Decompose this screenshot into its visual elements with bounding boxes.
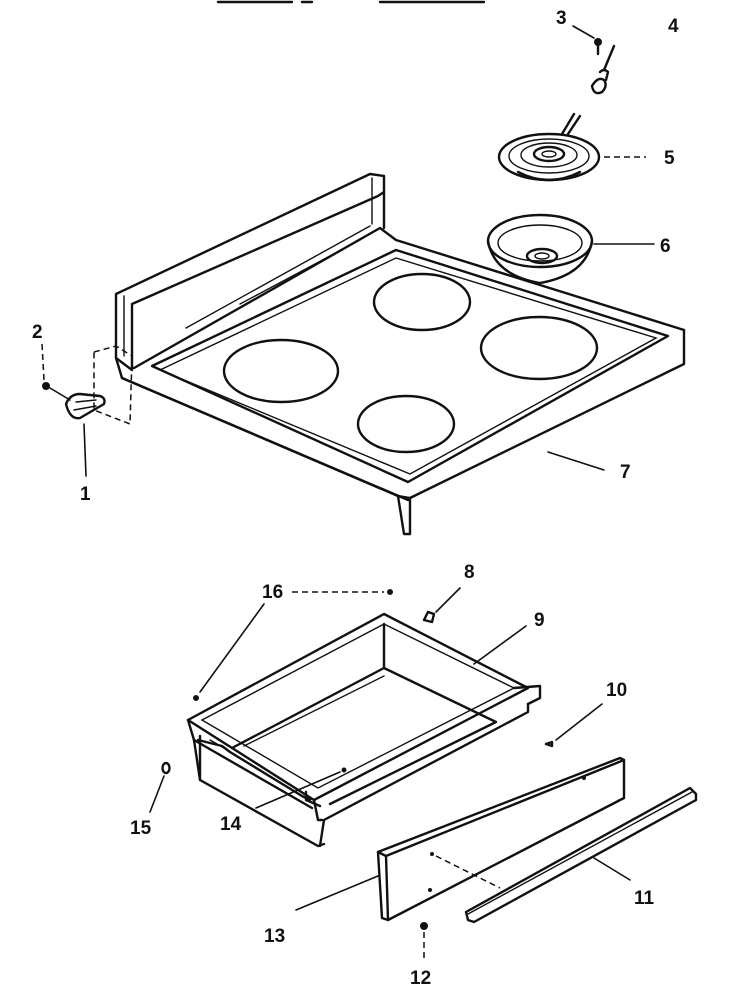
cooktop-part-7 — [114, 172, 686, 536]
leader-14 — [255, 771, 341, 809]
callout-5: 5 — [664, 148, 675, 169]
drawer-front-part-13 — [376, 756, 626, 922]
leader-10 — [555, 703, 603, 741]
terminal-block-part-4 — [590, 44, 616, 95]
leader-9 — [473, 625, 527, 665]
callout-15: 15 — [130, 818, 152, 839]
callout-1: 1 — [80, 484, 91, 505]
callout-9: 9 — [534, 610, 545, 631]
leader-13 — [295, 875, 379, 911]
leader-11 — [593, 857, 631, 881]
callout-2: 2 — [32, 322, 43, 343]
clip-part-8 — [422, 610, 436, 624]
hinge-clip-part-1 — [64, 392, 106, 420]
callout-16: 16 — [262, 582, 283, 603]
leader-2b — [49, 387, 71, 401]
callout-labels: 3 4 5 6 2 1 7 8 16 9 10 15 14 11 13 12 — [32, 8, 679, 989]
callout-13: 13 — [264, 926, 285, 947]
callout-4: 4 — [668, 16, 679, 37]
callout-7: 7 — [620, 462, 631, 483]
callout-14: 14 — [220, 814, 242, 835]
callout-10: 10 — [606, 680, 627, 701]
leader-7 — [547, 451, 605, 471]
terminal-screw-part-3 — [594, 38, 602, 56]
surface-element-part-5 — [497, 112, 601, 182]
screw-part-14 — [341, 767, 347, 773]
clip-screw-part-2 — [42, 382, 50, 390]
trim-strip-part-11 — [464, 786, 698, 924]
callout-11: 11 — [634, 888, 655, 909]
callout-3: 3 — [556, 8, 567, 29]
leader-2 — [41, 343, 45, 381]
clip-part-10 — [544, 740, 554, 748]
leader-3 — [572, 25, 595, 39]
leader-13b — [435, 855, 501, 889]
dashed-mount-outline — [93, 345, 133, 426]
screw-part-12 — [420, 922, 428, 930]
storage-drawer-part-9 — [186, 612, 542, 848]
leader-16b — [199, 603, 265, 693]
leader-1 — [83, 423, 87, 477]
leader-15 — [149, 775, 165, 813]
drip-bowl-part-6 — [486, 213, 594, 285]
callout-12: 12 — [410, 968, 431, 989]
leader-8 — [435, 587, 461, 613]
nut-part-15 — [161, 761, 171, 775]
callout-8: 8 — [464, 562, 475, 583]
screw-part-16 — [193, 589, 393, 701]
callout-6: 6 — [660, 236, 671, 257]
